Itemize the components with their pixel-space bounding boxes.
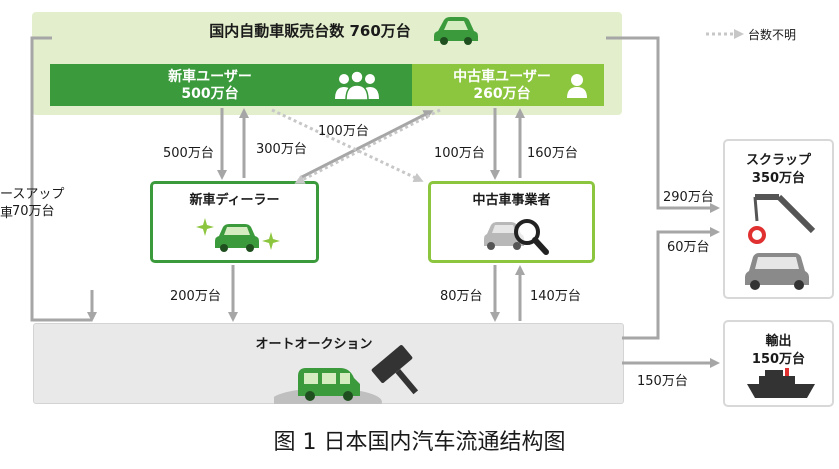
flow-label-300: 300万台 [256,142,307,157]
flow-label-140: 140万台 [530,289,581,304]
sparkling-car-icon [196,218,280,252]
auto-auction-box: オートオークション [33,323,624,404]
used-car-users-title: 中古車ユーザー [453,69,551,85]
flow-label-290: 290万台 [663,190,714,205]
flow-label-100-right: 100万台 [434,146,485,161]
left-flow-label-line2: 70万台 [12,204,55,219]
left-flow-label-line1: ースアップ車 [0,187,65,221]
used-car-users-count: 260万台 [473,86,531,102]
ship-icon [747,368,815,398]
arrow-to-scrap-1 [606,36,720,213]
used-car-dealer-box: 中古車事業者 [428,181,595,263]
new-car-users-box: 新車ユーザー 500万台 [50,64,412,106]
left-flow-line [30,36,92,322]
new-car-users-count: 500万台 [181,86,239,102]
export-count: 150万台 [751,352,806,367]
auto-auction-title: オートオークション [255,337,373,352]
used-car-dealer-title: 中古車事業者 [472,193,551,208]
legend-label: 台数不明 [748,28,797,42]
used-car-users-box: 中古車ユーザー 260万台 [412,64,604,106]
scrap-box: スクラップ 350万台 [723,139,834,299]
crane-scrap-car-icon [745,194,816,290]
flow-label-500: 500万台 [163,146,214,161]
export-box: 輸出 150万台 [723,320,834,407]
flow-label-160: 160万台 [527,146,578,161]
arrow-dealer-to-used-users [299,110,434,180]
new-car-dealer-box: 新車ディーラー [150,181,319,263]
user-icon [567,74,587,98]
flow-label-100-top: 100万台 [318,124,369,139]
inspect-car-icon [484,219,549,255]
new-car-users-title: 新車ユーザー [168,69,252,85]
green-car-icon [434,17,478,45]
new-car-dealer-title: 新車ディーラー [189,193,280,208]
auction-car-gavel-icon [274,345,419,404]
arrow-to-scrap-2 [622,227,720,340]
scrap-count: 350万台 [751,171,806,186]
flow-label-200: 200万台 [170,289,221,304]
scrap-title: スクラップ [745,153,811,168]
flow-label-150: 150万台 [637,374,688,389]
flow-label-60: 60万台 [667,240,710,255]
figure-caption: 图 1 日本国内汽车流通结构图 [273,430,566,455]
flow-label-80: 80万台 [440,289,483,304]
dotted-arrow-used-users-to-dealer [294,108,441,184]
users-group-icon [335,70,379,101]
export-title: 輸出 [765,334,792,349]
domestic-sales-title: 国内自動車販売台数 760万台 [209,22,411,40]
